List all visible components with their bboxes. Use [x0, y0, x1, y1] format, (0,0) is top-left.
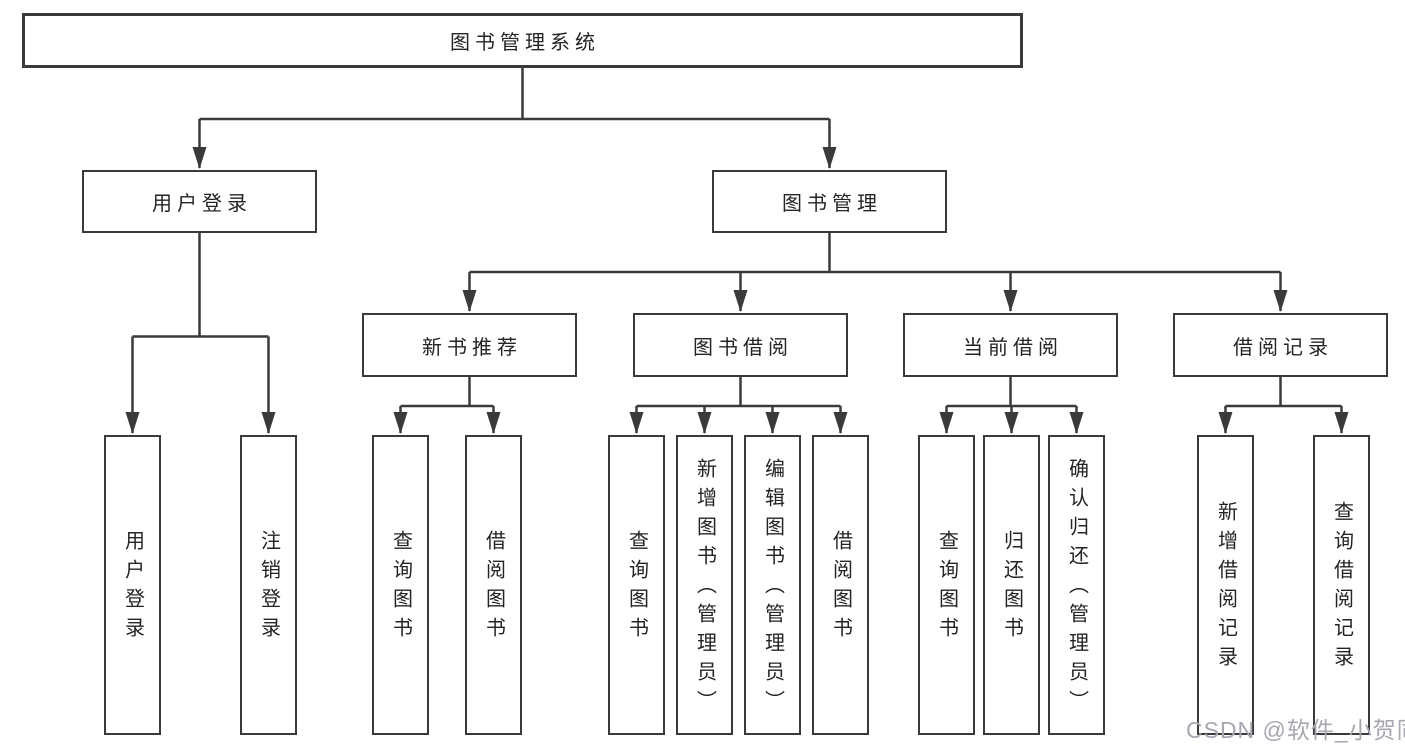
leaf-query-borrow-record: 查询借阅记录 [1313, 435, 1370, 735]
node-label: 用户登录 [121, 530, 144, 646]
node-book-borrow: 图书借阅 [633, 313, 848, 377]
node-label: 查询图书 [935, 530, 958, 646]
node-label: 查询借阅记录 [1330, 501, 1353, 675]
node-label: 确认归还（管理员） [1065, 457, 1088, 719]
node-label: 归还图书 [1000, 530, 1023, 646]
leaf-logout: 注销登录 [240, 435, 297, 735]
leaf-confirm-return-admin: 确认归还（管理员） [1048, 435, 1105, 735]
node-label: 图书管理系统 [450, 32, 600, 54]
node-label: 新书推荐 [422, 336, 522, 359]
node-label: 借阅图书 [482, 530, 505, 646]
node-book-management: 图书管理 [712, 170, 947, 233]
node-label: 借阅图书 [829, 530, 852, 646]
node-current-borrow: 当前借阅 [903, 313, 1118, 377]
node-label: 新增借阅记录 [1214, 501, 1237, 675]
node-label: 编辑图书（管理员） [761, 457, 784, 719]
leaf-edit-book-admin: 编辑图书（管理员） [744, 435, 801, 735]
node-label: 图书借阅 [693, 336, 793, 359]
node-label: 图书管理 [782, 193, 882, 215]
node-label: 借阅记录 [1233, 336, 1333, 359]
node-label: 新增图书（管理员） [693, 457, 716, 719]
node-label: 查询图书 [389, 530, 412, 646]
node-user-login: 用户登录 [82, 170, 317, 233]
node-library-management-system: 图书管理系统 [22, 13, 1023, 68]
leaf-return-book: 归还图书 [983, 435, 1040, 735]
leaf-add-borrow-record: 新增借阅记录 [1197, 435, 1254, 735]
leaf-user-login: 用户登录 [104, 435, 161, 735]
node-label: 查询图书 [625, 530, 648, 646]
csdn-watermark: CSDN @软件_小贺同学 [1186, 717, 1405, 743]
leaf-query-books-current: 查询图书 [918, 435, 975, 735]
node-label: 用户登录 [152, 193, 252, 215]
leaf-query-books-recommend: 查询图书 [372, 435, 429, 735]
leaf-query-books-borrow: 查询图书 [608, 435, 665, 735]
node-label: 注销登录 [257, 530, 280, 646]
node-label: 当前借阅 [963, 336, 1063, 359]
leaf-borrow-books-recommend: 借阅图书 [465, 435, 522, 735]
node-new-book-recommend: 新书推荐 [362, 313, 577, 377]
leaf-borrow-books: 借阅图书 [812, 435, 869, 735]
leaf-add-book-admin: 新增图书（管理员） [676, 435, 733, 735]
node-borrow-records: 借阅记录 [1173, 313, 1388, 377]
